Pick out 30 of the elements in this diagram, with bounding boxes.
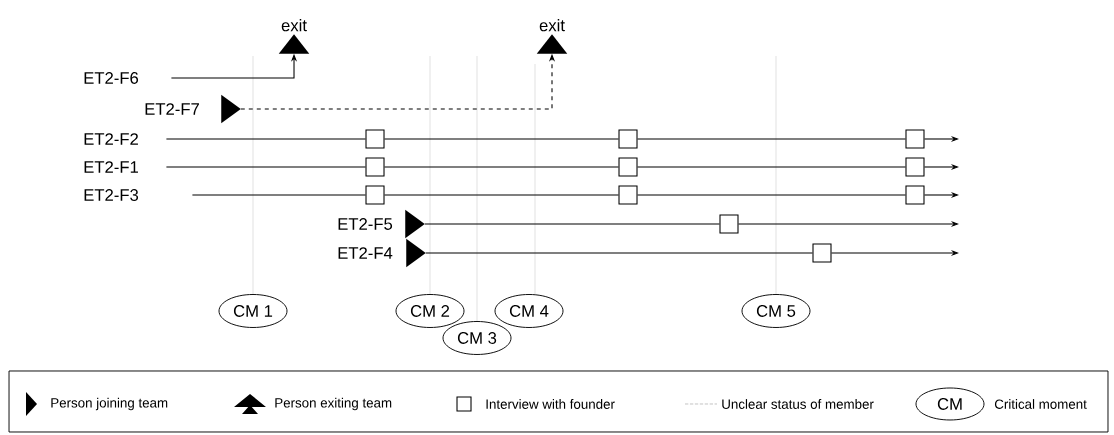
row-label: ET2-F5	[338, 218, 393, 230]
interview-square	[618, 129, 638, 149]
row-label: ET2-F4	[338, 247, 393, 259]
row-label: ET2-F7	[145, 103, 199, 115]
interview-square	[719, 214, 739, 234]
interview-square	[905, 157, 925, 177]
legend-text: Person joining team	[51, 397, 168, 411]
row-label: ET2-F2	[84, 133, 138, 145]
legend-text: Person exiting team	[275, 397, 392, 411]
interview-square	[812, 243, 832, 263]
joining-triangle	[406, 238, 426, 268]
exit-triangle: exit	[536, 19, 568, 54]
exit-triangle: exit	[278, 19, 310, 54]
row-label: ET2-F3	[84, 189, 139, 201]
joining-triangle	[221, 94, 241, 124]
row-label: ET2-F6	[84, 72, 139, 84]
interview-square	[365, 185, 385, 205]
legend-text: Interview with founder	[486, 399, 615, 409]
node-label: exit	[539, 19, 565, 32]
interview-square	[618, 157, 638, 177]
legend-text: Critical moment	[994, 399, 1087, 409]
interview-square	[365, 157, 385, 177]
interview-square	[905, 129, 925, 149]
interview-square	[905, 185, 925, 205]
interview-square	[365, 129, 385, 149]
interview-square	[618, 185, 638, 205]
legend-text: Unclear status of member	[722, 399, 874, 409]
row-label: ET2-F1	[84, 161, 138, 173]
joining-triangle	[405, 209, 425, 239]
node-label: exit	[281, 19, 307, 32]
